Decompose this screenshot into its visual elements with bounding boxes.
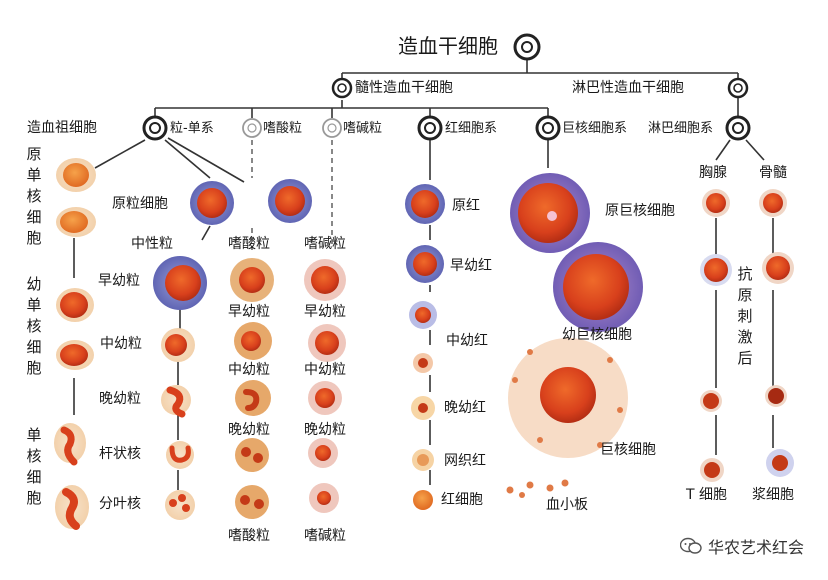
antigen-stimulation-label: 抗原刺激后 [737, 265, 753, 367]
neutrophil-label: 中性粒 [131, 236, 173, 252]
stem-cell-nodes [142, 33, 751, 141]
connector-lines [73, 47, 774, 490]
lymphocyte-lineage-label: 淋巴细胞系 [648, 121, 714, 136]
eos-promyelocyte-label: 早幼粒 [228, 304, 270, 320]
segmented-neutrophil-label: 分叶核 [99, 496, 141, 512]
lymphocyte-cells [700, 189, 794, 482]
early-erythroblast-label: 早幼红 [450, 258, 492, 274]
promonocyte-label: 幼单核细胞 [26, 275, 42, 377]
thymus-label: 胸腺 [699, 165, 727, 181]
eos-metamyelocyte-label: 晚幼粒 [228, 422, 270, 438]
mature-eosinophil-label: 嗜酸粒 [228, 528, 270, 544]
basophil-cells [304, 259, 346, 513]
basophil-label: 嗜碱粒 [304, 236, 346, 252]
myeloid-stem-cell-label: 髓性造血干细胞 [355, 80, 453, 96]
lymphoid-node [727, 77, 749, 99]
dashed-lines [251, 140, 333, 250]
progenitor-label: 造血祖细胞 [27, 120, 97, 136]
mid-erythroblast-label: 中幼红 [446, 333, 488, 349]
proerythroblast-label: 原红 [452, 198, 480, 214]
reticulocyte-label: 网织红 [444, 453, 486, 469]
bas-promyelocyte-label: 早幼粒 [304, 304, 346, 320]
title-hematopoietic-stem-cell: 造血干细胞 [398, 34, 498, 58]
granulo-mono-node [142, 115, 168, 141]
eosinophil-node [242, 118, 262, 138]
neutro-metamyelocyte-label: 晚幼粒 [99, 391, 141, 407]
basophil-node [322, 118, 342, 138]
eos-myelocyte-label: 中幼粒 [228, 362, 270, 378]
band-neutrophil-label: 杆状核 [99, 446, 141, 462]
stem-node-main [513, 33, 541, 61]
megakaryocyte-node [535, 115, 561, 141]
bone-marrow-label: 骨髓 [759, 165, 787, 181]
eosinophil-label: 嗜酸粒 [228, 236, 270, 252]
watermark: 华农艺术红会 [679, 534, 804, 558]
erythroid-node [417, 115, 443, 141]
granulo-mono-label: 粒-单系 [170, 121, 214, 136]
neutro-myelocyte-label: 中幼粒 [100, 336, 142, 352]
t-cell-label: T 细胞 [686, 487, 728, 503]
mature-basophil-label: 嗜碱粒 [304, 528, 346, 544]
megakaryocyte-label: 巨核细胞 [600, 442, 656, 458]
basophil-lineage-label: 嗜碱粒 [343, 121, 383, 136]
eosinophil-lineage-label: 嗜酸粒 [263, 121, 303, 136]
myeloid-node [331, 77, 353, 99]
bas-myelocyte-label: 中幼粒 [304, 362, 346, 378]
platelet-label: 血小板 [546, 497, 588, 513]
wechat-icon [679, 537, 702, 554]
lymphoid-stem-cell-label: 淋巴性造血干细胞 [572, 80, 684, 96]
plasma-cell-label: 浆细胞 [752, 487, 794, 503]
megakaryocyte-cells [506, 173, 643, 498]
myeloblast-label: 原粒细胞 [112, 196, 168, 212]
eosinophil-cells [230, 179, 312, 519]
erythroid-lineage-label: 红细胞系 [445, 121, 498, 136]
monocyte-label: 单核细胞 [26, 426, 42, 507]
bas-metamyelocyte-label: 晚幼粒 [304, 422, 346, 438]
megakaryocyte-lineage-label: 巨核细胞系 [562, 121, 628, 136]
neutrophil-cells [153, 181, 234, 520]
late-erythroblast-label: 晚幼红 [444, 400, 486, 416]
erythroid-cells [405, 184, 445, 510]
monoblast-label: 原单核细胞 [26, 145, 42, 247]
neutro-promyelocyte-label: 早幼粒 [98, 273, 140, 289]
watermark-text: 华农艺术红会 [707, 538, 804, 557]
red-blood-cell-label: 红细胞 [441, 492, 483, 508]
megakaryoblast-label: 原巨核细胞 [605, 203, 675, 219]
monocyte-cells [54, 158, 96, 530]
lymphocyte-node [725, 115, 751, 141]
promegakaryocyte-label: 幼巨核细胞 [562, 327, 632, 343]
